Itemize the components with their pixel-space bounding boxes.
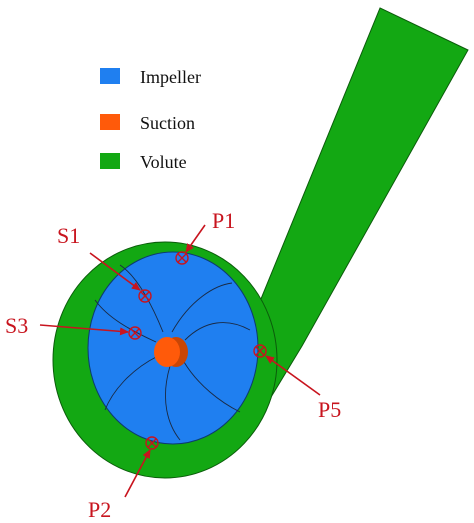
probe-label-p1: P1 bbox=[212, 208, 235, 233]
probe-marker-s1 bbox=[138, 289, 152, 303]
legend-label-volute: Volute bbox=[140, 152, 187, 172]
arrow-p5 bbox=[265, 355, 321, 396]
suction-inlet-face bbox=[154, 337, 180, 367]
probe-label-p2: P2 bbox=[88, 497, 111, 522]
suction-inlet bbox=[154, 337, 188, 367]
impeller-blade bbox=[165, 365, 181, 441]
probe-marker-s3 bbox=[128, 326, 142, 340]
legend: Impeller Suction Volute bbox=[100, 67, 201, 172]
legend-swatch-volute bbox=[100, 153, 120, 169]
impeller-blade bbox=[94, 299, 157, 343]
probe-labels: P1 S1 S3 P5 P2 bbox=[5, 208, 341, 522]
probe-marker-p1 bbox=[175, 251, 189, 265]
probe-label-s3: S3 bbox=[5, 313, 28, 338]
arrow-p2 bbox=[124, 449, 151, 498]
impeller-blades bbox=[94, 264, 251, 441]
legend-swatch-impeller bbox=[100, 68, 120, 84]
legend-label-impeller: Impeller bbox=[140, 67, 201, 87]
probe-marker-p2 bbox=[145, 436, 159, 450]
legend-label-suction: Suction bbox=[140, 113, 195, 133]
impeller-blade bbox=[104, 355, 159, 411]
legend-swatch-suction bbox=[100, 114, 120, 130]
annotation-arrows bbox=[39, 224, 321, 498]
probe-label-s1: S1 bbox=[57, 223, 80, 248]
arrow-s1 bbox=[89, 252, 141, 291]
probe-label-p5: P5 bbox=[318, 397, 341, 422]
arrow-p1 bbox=[185, 224, 206, 253]
probe-markers bbox=[128, 251, 267, 450]
probe-marker-p5 bbox=[253, 344, 267, 358]
impeller-blade bbox=[171, 282, 233, 333]
impeller-blade bbox=[183, 361, 241, 413]
arrow-s3 bbox=[39, 324, 129, 336]
impeller-blade bbox=[184, 322, 251, 341]
